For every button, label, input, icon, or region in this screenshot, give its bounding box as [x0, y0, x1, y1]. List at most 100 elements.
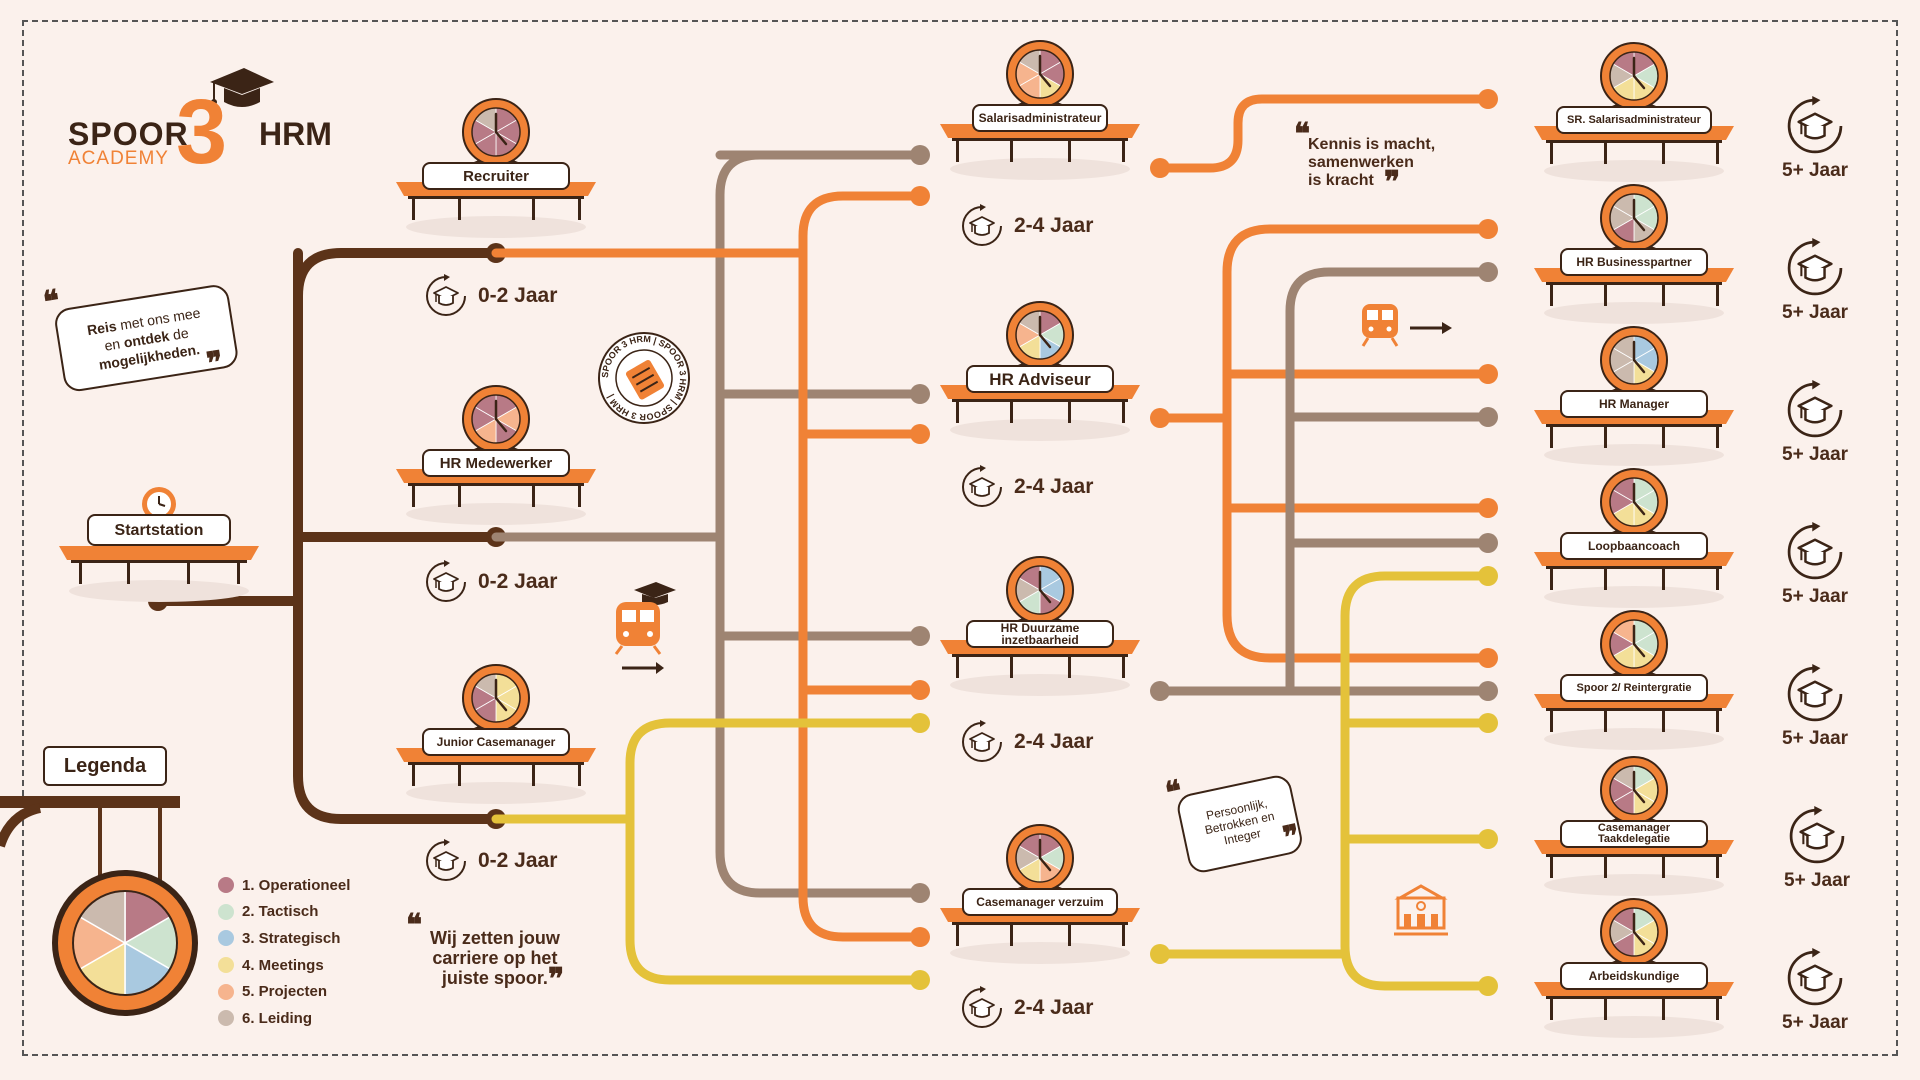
platform-leg	[1662, 854, 1665, 878]
station-casemanager-taakdelegatie[interactable]: Casemanager Taakdelegatie	[1534, 756, 1734, 896]
station-hr-businesspartner[interactable]: HR Businesspartner	[1534, 184, 1734, 324]
cap-cycle-icon	[962, 465, 1002, 507]
platform-leg	[1604, 996, 1607, 1020]
clock-hand	[1632, 500, 1646, 516]
station-spoor2-reintergratie[interactable]: Spoor 2/ Reintergratie	[1534, 610, 1734, 750]
logo-subtitle: ACADEMY	[68, 148, 169, 169]
cap-body	[1806, 836, 1828, 850]
route-dot	[1478, 533, 1498, 553]
platform-leg	[1122, 922, 1125, 946]
platform-leg	[1604, 282, 1607, 306]
duration-hr-manager: 5+ Jaar	[1782, 380, 1848, 466]
platform-leg	[1716, 996, 1719, 1020]
station-hr-manager[interactable]: HR Manager	[1534, 326, 1734, 466]
clock-face-outline	[1015, 310, 1065, 360]
duration-label: 2-4 Jaar	[1014, 475, 1094, 498]
clock-hand	[1632, 358, 1646, 374]
quote-line: Kennis is macht,	[1308, 136, 1436, 153]
station-casemanager-verzuim[interactable]: Casemanager verzuim	[940, 824, 1140, 964]
platform-shadow	[950, 419, 1130, 441]
cap-body	[974, 1008, 990, 1018]
station-label: Loopbaancoach	[1560, 532, 1708, 560]
platform-leg	[1716, 424, 1719, 448]
cap-body	[438, 582, 454, 592]
route-yellow	[1340, 571, 1493, 991]
cycle-arrowhead	[1814, 806, 1823, 816]
open-quote-icon: ❝	[1294, 117, 1311, 152]
clock-face-outline	[1609, 765, 1659, 815]
platform-rail	[952, 654, 1128, 657]
station-arbeidskundige[interactable]: Arbeidskundige	[1534, 898, 1734, 1038]
duration-label: 0-2 Jaar	[478, 570, 558, 593]
platform-leg	[578, 483, 581, 507]
platform-leg	[956, 922, 959, 946]
clock-icon	[462, 385, 530, 455]
quote-line: carriere op het	[432, 948, 558, 968]
legend-label: 1. Operationeel	[242, 876, 351, 894]
cap-cycle-icon	[962, 720, 1002, 762]
platform-rail	[1546, 140, 1722, 143]
station-label: SR. Salarisadministrateur	[1556, 106, 1712, 134]
quote-word: Reis	[85, 317, 118, 339]
station-sr-salarisadministrateur[interactable]: SR. Salarisadministrateur	[1534, 42, 1734, 182]
platform-shadow	[1544, 160, 1724, 182]
platform-rail	[408, 483, 584, 486]
small-clock-icon	[142, 487, 176, 521]
station-hr-adviseur[interactable]: HR Adviseur	[940, 301, 1140, 441]
duration-label: 5+ Jaar	[1782, 1012, 1849, 1033]
legend-list: 1. Operationeel 2. Tactisch 3. Strategis…	[218, 872, 350, 1032]
platform-leg	[1550, 282, 1553, 306]
duration-recruiter: 0-2 Jaar	[424, 274, 557, 318]
platform-leg	[1122, 399, 1125, 423]
start-station[interactable]: Startstation	[59, 482, 259, 602]
clock-icon	[1006, 301, 1074, 371]
route-dot	[910, 680, 930, 700]
cycle-arc	[962, 988, 1002, 1028]
platform-leg	[1662, 424, 1665, 448]
cap-cycle-icon	[1789, 806, 1845, 864]
route-dot	[910, 186, 930, 206]
platform-leg	[1604, 566, 1607, 590]
platform-leg	[1550, 996, 1553, 1020]
clock-face-outline	[1609, 477, 1659, 527]
platform-leg	[532, 483, 535, 507]
cap-body	[438, 861, 454, 871]
cap-body	[974, 742, 990, 752]
station-junior-casemanager[interactable]: Junior Casemanager	[396, 664, 596, 804]
duration-hr-medewerker: 0-2 Jaar	[424, 560, 557, 604]
station-hr-duurzame-inzetbaarheid[interactable]: HR Duurzame inzetbaarheid	[940, 556, 1140, 696]
station-label: Casemanager Taakdelegatie	[1560, 820, 1708, 848]
duration-label: 5+ Jaar	[1782, 302, 1849, 323]
platform-leg	[1604, 854, 1607, 878]
cycle-arc	[962, 467, 1002, 507]
legend-item: 3. Strategisch	[218, 925, 350, 952]
cap-cycle-icon	[1787, 380, 1843, 438]
clock-face-outline	[471, 107, 521, 157]
cap-body	[1804, 126, 1826, 140]
station-label: HR Businesspartner	[1560, 248, 1708, 276]
station-salarisadministrateur[interactable]: Salarisadministrateur	[940, 40, 1140, 180]
clock-hand	[1038, 588, 1052, 604]
station-label: Casemanager verzuim	[962, 888, 1118, 916]
cycle-arc	[1789, 808, 1845, 864]
platform-leg	[578, 196, 581, 220]
platform-leg	[1662, 996, 1665, 1020]
station-recruiter[interactable]: Recruiter	[396, 98, 596, 238]
clock-hand	[1632, 788, 1646, 804]
station-hr-medewerker[interactable]: HR Medewerker	[396, 385, 596, 525]
platform-leg	[1662, 566, 1665, 590]
platform-leg	[1604, 424, 1607, 448]
legend-label: 2. Tactisch	[242, 903, 319, 921]
platform-leg	[1550, 424, 1553, 448]
platform-shadow	[406, 216, 586, 238]
clock-face-outline	[1609, 193, 1659, 243]
clock-icon	[1006, 824, 1074, 894]
station-loopbaancoach[interactable]: Loopbaancoach	[1534, 468, 1734, 608]
cycle-arc	[1787, 524, 1843, 580]
clock-icon	[1600, 326, 1668, 396]
clock-face-outline	[1015, 833, 1065, 883]
platform-shadow	[950, 674, 1130, 696]
platform-shadow	[950, 942, 1130, 964]
legend-dot	[218, 903, 234, 920]
